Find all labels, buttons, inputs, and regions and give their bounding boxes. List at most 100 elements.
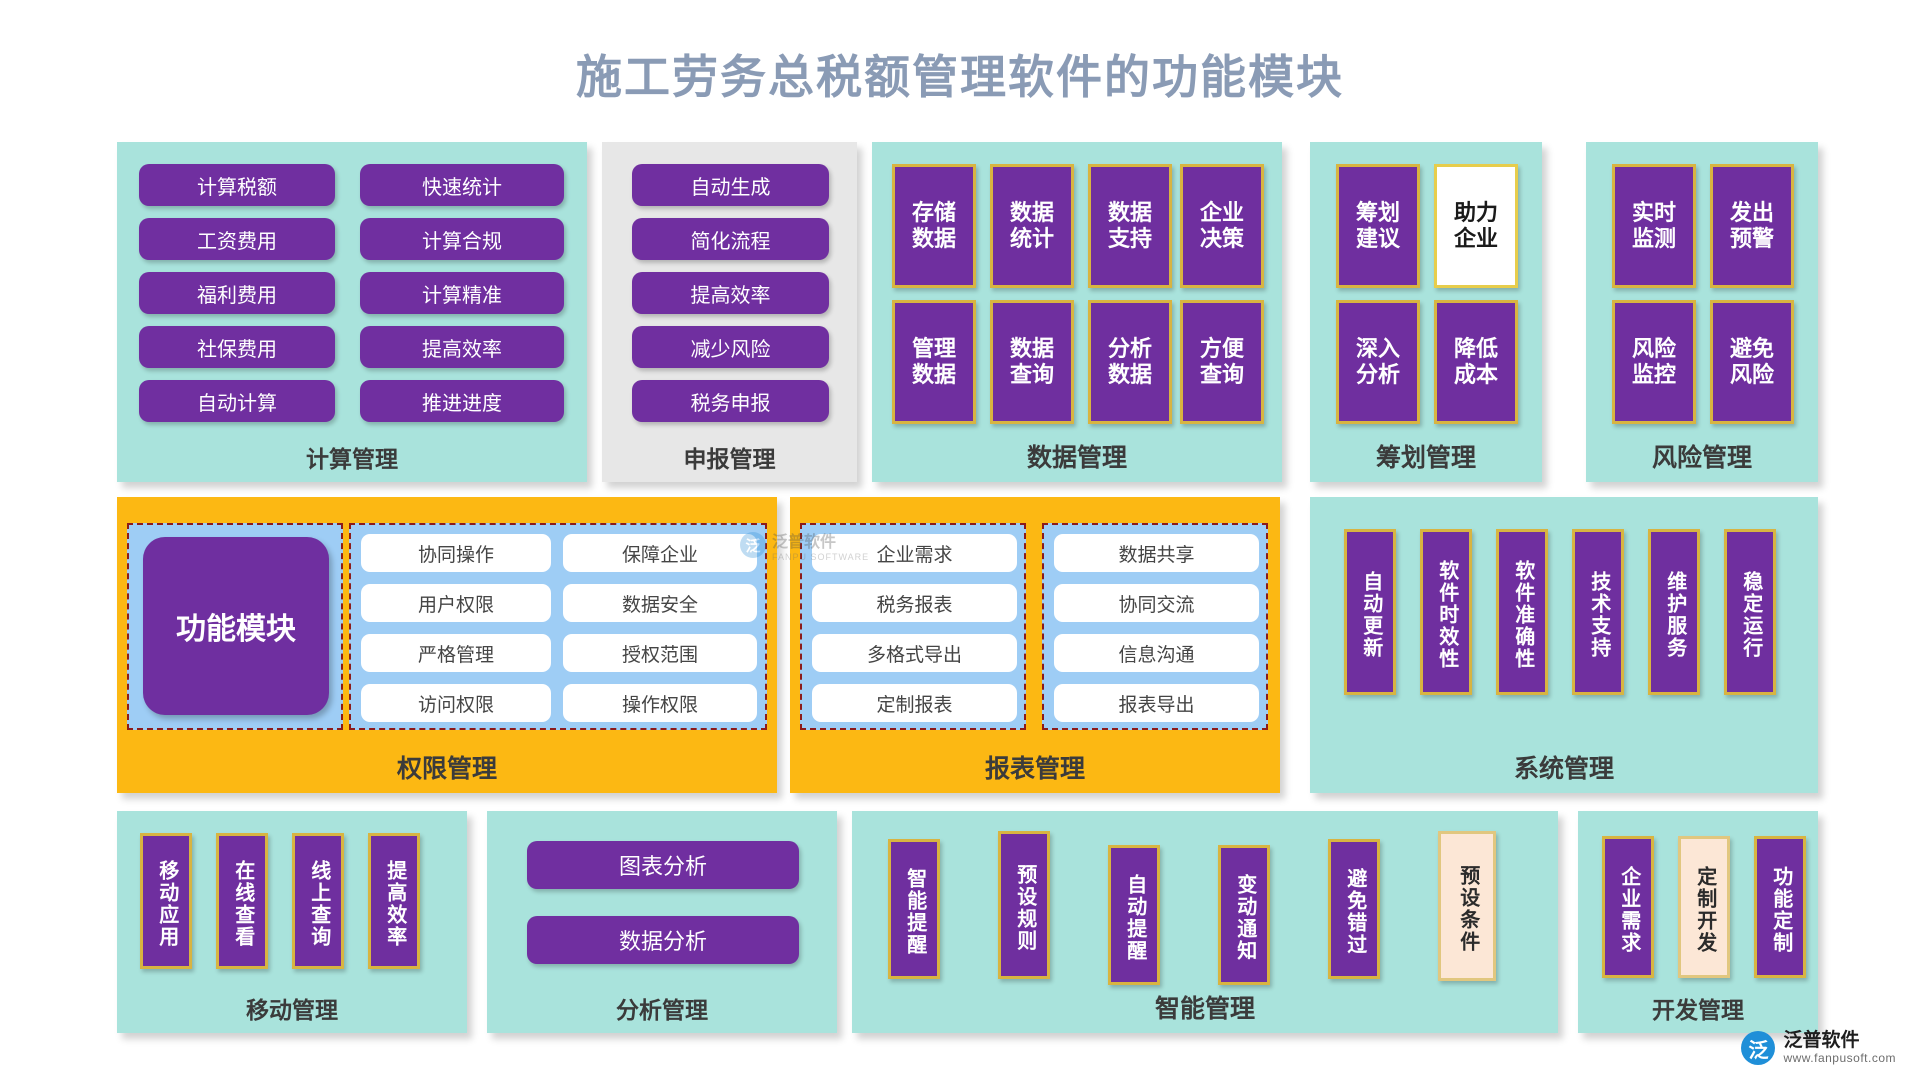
card-risk-management[interactable]: 实时监测 发出预警 风险监控 避免风险 风险管理 — [1586, 142, 1818, 482]
develop-item-1[interactable]: 定制开发 — [1678, 836, 1730, 978]
calc-item-right-3[interactable]: 提高效率 — [360, 326, 564, 368]
plan-item-r1-1[interactable]: 助力企业 — [1434, 164, 1518, 288]
risk-item-r2-1[interactable]: 避免风险 — [1710, 300, 1794, 424]
develop-card-title: 开发管理 — [1652, 997, 1744, 1023]
system-item-0[interactable]: 自动更新 — [1344, 529, 1396, 695]
mobile-card-title: 移动管理 — [246, 997, 338, 1023]
report-right-2[interactable]: 信息沟通 — [1054, 634, 1259, 672]
report-right-3[interactable]: 报表导出 — [1054, 684, 1259, 722]
plan-item-r1-0[interactable]: 筹划建议 — [1336, 164, 1420, 288]
smart-item-3[interactable]: 变动通知 — [1218, 845, 1270, 985]
data-item-r2-2[interactable]: 分析数据 — [1088, 300, 1172, 424]
data-item-r2-1[interactable]: 数据查询 — [990, 300, 1074, 424]
permission-items-group: 协同操作 用户权限 严格管理 访问权限 保障企业 数据安全 授权范围 操作权限 — [349, 523, 767, 730]
system-card-title: 系统管理 — [1513, 755, 1614, 783]
calc-item-right-4[interactable]: 推进进度 — [360, 380, 564, 422]
calc-item-right-1[interactable]: 计算合规 — [360, 218, 564, 260]
card-smart-management[interactable]: 智能提醒 预设规则 自动提醒 变动通知 避免错过 预设条件 智能管理 — [852, 811, 1558, 1033]
system-item-1[interactable]: 软件时效性 — [1420, 529, 1472, 695]
analysis-card-title: 分析管理 — [616, 997, 708, 1023]
declare-item-4[interactable]: 税务申报 — [632, 380, 829, 422]
permission-right-2[interactable]: 授权范围 — [563, 634, 757, 672]
plan-item-r2-1[interactable]: 降低成本 — [1434, 300, 1518, 424]
calc-item-left-3[interactable]: 社保费用 — [139, 326, 335, 368]
system-item-5[interactable]: 稳定运行 — [1724, 529, 1776, 695]
risk-item-r2-0[interactable]: 风险监控 — [1612, 300, 1696, 424]
smart-item-4[interactable]: 避免错过 — [1328, 839, 1380, 979]
risk-item-r1-1[interactable]: 发出预警 — [1710, 164, 1794, 288]
system-item-3[interactable]: 技术支持 — [1572, 529, 1624, 695]
calc-item-left-0[interactable]: 计算税额 — [139, 164, 335, 206]
report-right-1[interactable]: 协同交流 — [1054, 584, 1259, 622]
analysis-item-1[interactable]: 数据分析 — [527, 916, 799, 964]
permission-hub-group: 功能模块 — [127, 523, 343, 730]
data-item-r2-3[interactable]: 方便查询 — [1180, 300, 1264, 424]
card-calc-management[interactable]: 计算税额 工资费用 福利费用 社保费用 自动计算 快速统计 计算合规 计算精准 … — [117, 142, 587, 482]
card-plan-management[interactable]: 筹划建议 助力企业 深入分析 降低成本 筹划管理 — [1310, 142, 1542, 482]
calc-item-right-0[interactable]: 快速统计 — [360, 164, 564, 206]
permission-left-3[interactable]: 访问权限 — [361, 684, 551, 722]
data-item-r1-3[interactable]: 企业决策 — [1180, 164, 1264, 288]
permission-right-3[interactable]: 操作权限 — [563, 684, 757, 722]
risk-item-r1-0[interactable]: 实时监测 — [1612, 164, 1696, 288]
data-item-r1-1[interactable]: 数据统计 — [990, 164, 1074, 288]
risk-card-title: 风险管理 — [1651, 444, 1752, 472]
calc-card-title: 计算管理 — [306, 446, 398, 472]
mobile-item-1[interactable]: 在线查看 — [216, 833, 268, 969]
smart-item-2[interactable]: 自动提醒 — [1108, 845, 1160, 985]
calc-item-right-2[interactable]: 计算精准 — [360, 272, 564, 314]
card-report-management[interactable]: 企业需求 税务报表 多格式导出 定制报表 数据共享 协同交流 信息沟通 报表导出… — [790, 497, 1280, 793]
data-item-r1-2[interactable]: 数据支持 — [1088, 164, 1172, 288]
mobile-item-3[interactable]: 提高效率 — [368, 833, 420, 969]
data-item-r2-0[interactable]: 管理数据 — [892, 300, 976, 424]
plan-card-title: 筹划管理 — [1375, 444, 1476, 472]
develop-item-0[interactable]: 企业需求 — [1602, 836, 1654, 978]
analysis-item-0[interactable]: 图表分析 — [527, 841, 799, 889]
report-left-3[interactable]: 定制报表 — [812, 684, 1017, 722]
plan-item-r2-0[interactable]: 深入分析 — [1336, 300, 1420, 424]
brand-logo-icon: 泛 — [1741, 1031, 1776, 1066]
card-declare-management[interactable]: 自动生成 简化流程 提高效率 减少风险 税务申报 申报管理 — [602, 142, 857, 482]
report-left-1[interactable]: 税务报表 — [812, 584, 1017, 622]
permission-left-2[interactable]: 严格管理 — [361, 634, 551, 672]
card-system-management[interactable]: 自动更新 软件时效性 软件准确性 技术支持 维护服务 稳定运行 系统管理 — [1310, 497, 1818, 793]
card-data-management[interactable]: 存储数据 数据统计 数据支持 企业决策 管理数据 数据查询 分析数据 方便查询 … — [872, 142, 1282, 482]
declare-item-2[interactable]: 提高效率 — [632, 272, 829, 314]
report-left-0[interactable]: 企业需求 — [812, 534, 1017, 572]
declare-item-0[interactable]: 自动生成 — [632, 164, 829, 206]
report-card-title: 报表管理 — [984, 755, 1085, 783]
report-left-2[interactable]: 多格式导出 — [812, 634, 1017, 672]
calc-item-left-1[interactable]: 工资费用 — [139, 218, 335, 260]
card-develop-management[interactable]: 企业需求 定制开发 功能定制 开发管理 — [1578, 811, 1818, 1033]
permission-card-title: 权限管理 — [396, 755, 497, 783]
page-title: 施工劳务总税额管理软件的功能模块 — [576, 51, 1344, 103]
smart-item-5[interactable]: 预设条件 — [1438, 831, 1496, 981]
calc-item-left-4[interactable]: 自动计算 — [139, 380, 335, 422]
permission-left-1[interactable]: 用户权限 — [361, 584, 551, 622]
permission-right-1[interactable]: 数据安全 — [563, 584, 757, 622]
card-analysis-management[interactable]: 图表分析 数据分析 分析管理 — [487, 811, 837, 1033]
mobile-item-2[interactable]: 线上查询 — [292, 833, 344, 969]
card-mobile-management[interactable]: 移动应用 在线查看 线上查询 提高效率 移动管理 — [117, 811, 467, 1033]
brand-name: 泛普软件 — [1783, 1030, 1860, 1052]
declare-card-title: 申报管理 — [683, 446, 776, 472]
card-permission-management[interactable]: 功能模块 协同操作 用户权限 严格管理 访问权限 保障企业 数据安全 授权范围 … — [117, 497, 777, 793]
permission-right-0[interactable]: 保障企业 — [563, 534, 757, 572]
declare-item-1[interactable]: 简化流程 — [632, 218, 829, 260]
develop-item-2[interactable]: 功能定制 — [1754, 836, 1806, 978]
smart-item-0[interactable]: 智能提醒 — [888, 839, 940, 979]
mobile-item-0[interactable]: 移动应用 — [140, 833, 192, 969]
report-right-0[interactable]: 数据共享 — [1054, 534, 1259, 572]
bottom-right-watermark: 泛 泛普软件 www.fanpusoft.com — [1741, 1030, 1896, 1066]
function-module-hub[interactable]: 功能模块 — [143, 537, 329, 715]
data-item-r1-0[interactable]: 存储数据 — [892, 164, 976, 288]
calc-item-left-2[interactable]: 福利费用 — [139, 272, 335, 314]
declare-item-3[interactable]: 减少风险 — [632, 326, 829, 368]
system-item-2[interactable]: 软件准确性 — [1496, 529, 1548, 695]
report-left-group: 企业需求 税务报表 多格式导出 定制报表 — [800, 523, 1026, 730]
system-item-4[interactable]: 维护服务 — [1648, 529, 1700, 695]
permission-left-0[interactable]: 协同操作 — [361, 534, 551, 572]
smart-item-1[interactable]: 预设规则 — [998, 831, 1050, 979]
brand-url: www.fanpusoft.com — [1783, 1051, 1896, 1066]
